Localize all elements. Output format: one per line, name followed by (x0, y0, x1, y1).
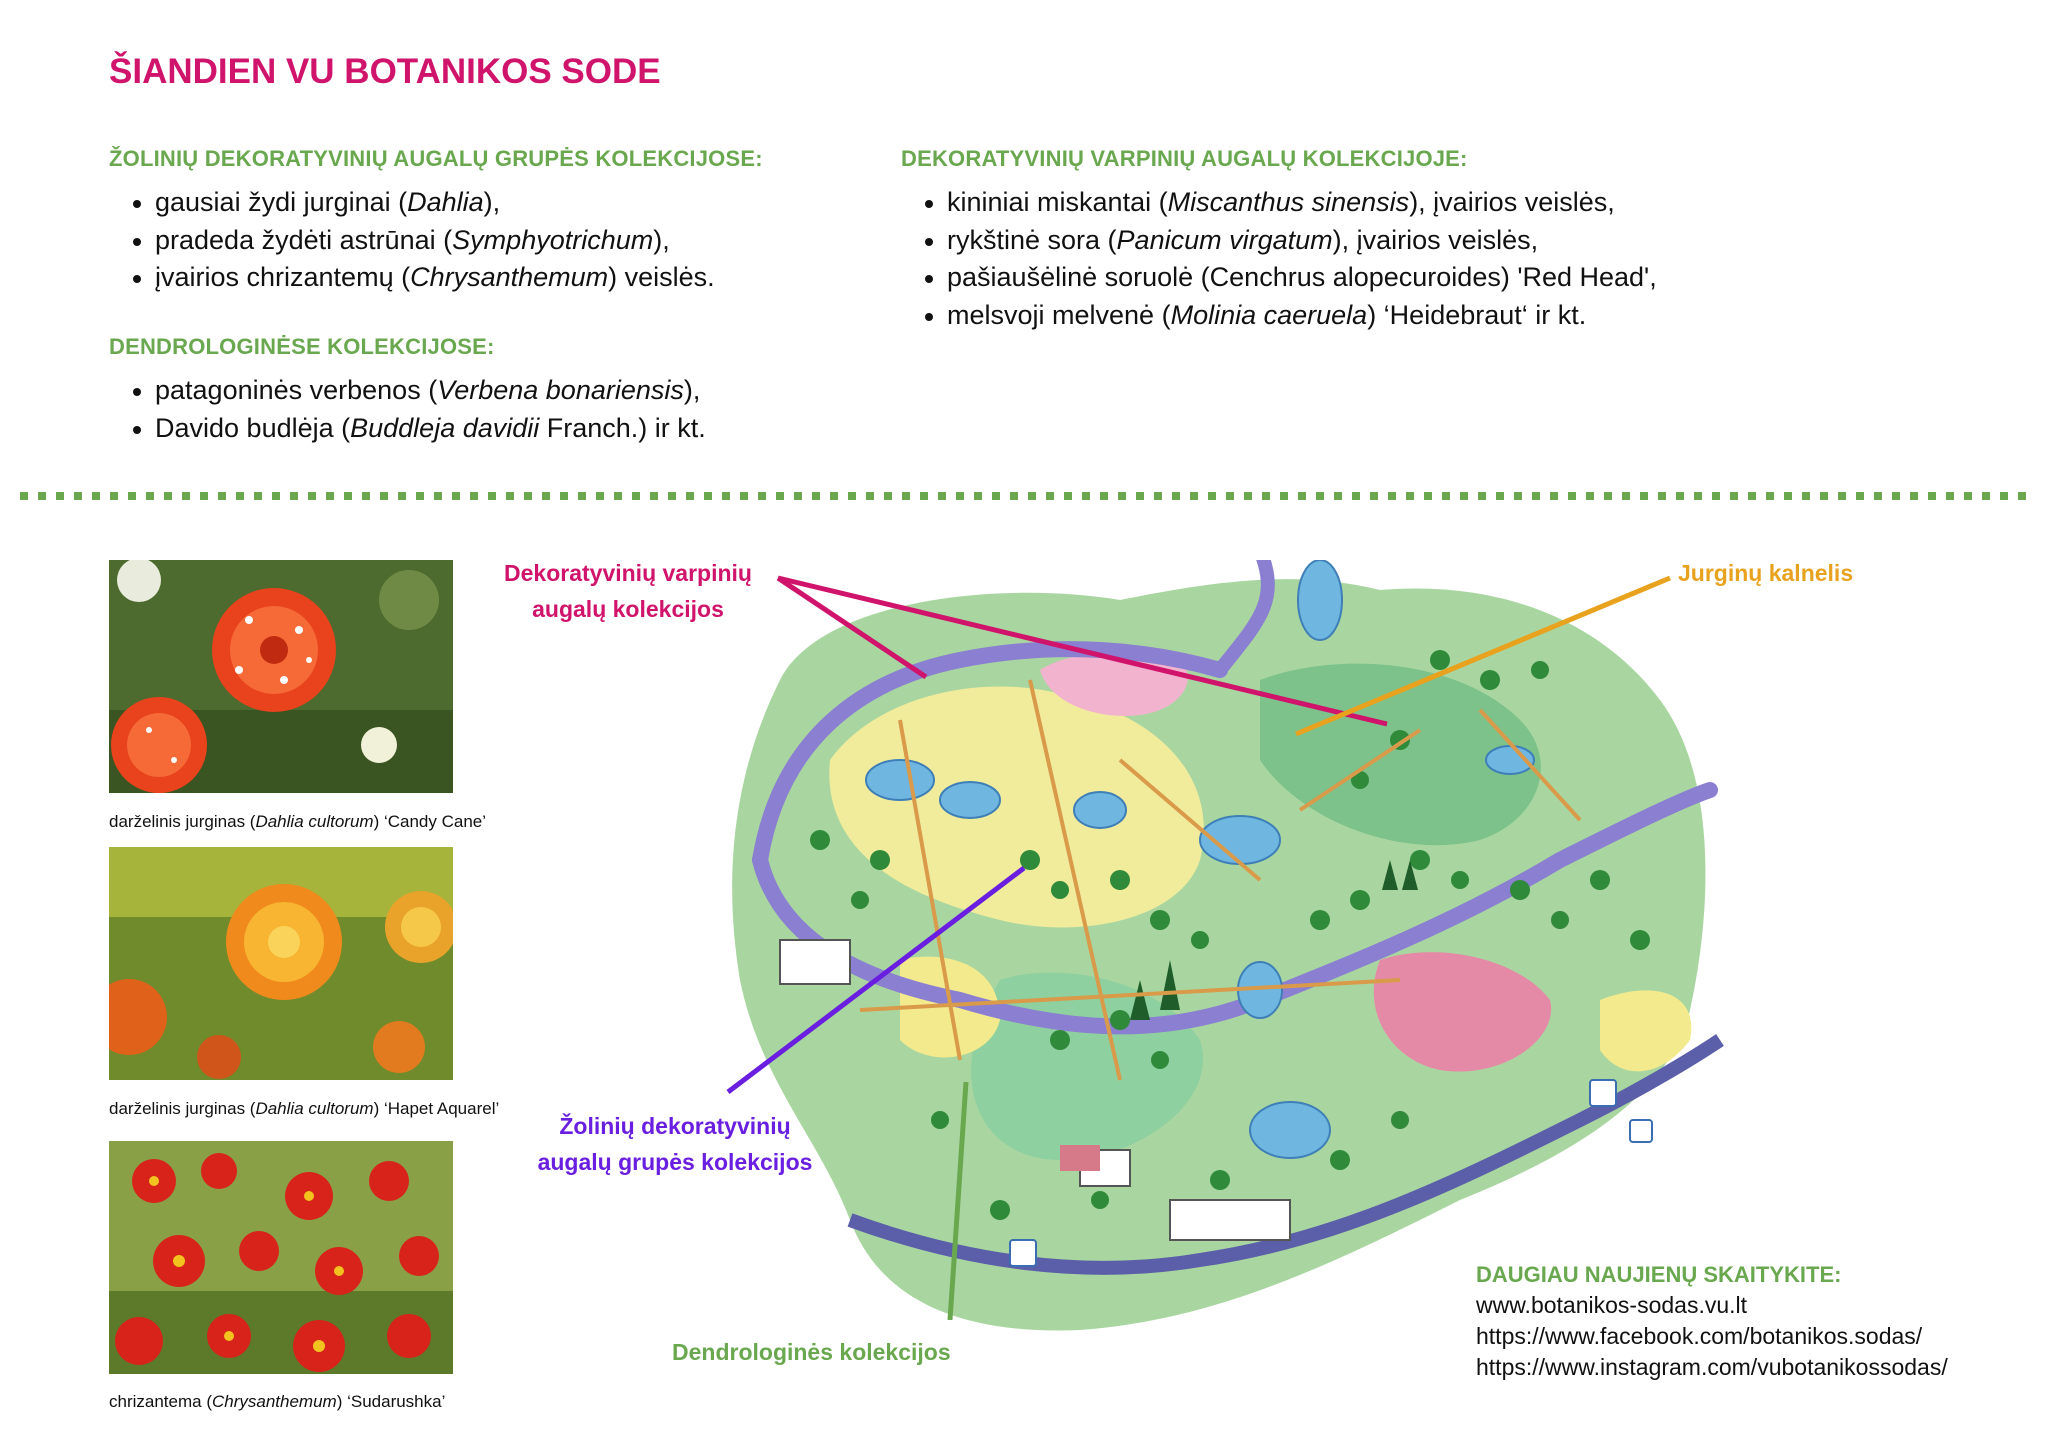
callout-herbaceous: Žolinių dekoratyvinių augalų grupės kole… (520, 1108, 830, 1180)
photo-caption: darželinis jurginas (Dahlia cultorum) ‘H… (109, 1099, 500, 1118)
dahlia-candy-cane-photo (109, 560, 453, 793)
callout-herbaceous-line1: Žolinių dekoratyvinių (559, 1113, 791, 1139)
dahlia-hapet-aquarel-photo (109, 847, 453, 1080)
callout-grasses: Dekoratyvinių varpinių augalų kolekcijos (478, 555, 778, 627)
section-heading-dendro: DENDROLOGINĖSE KOLEKCIJOSE: (109, 334, 495, 359)
callout-herbaceous-line2: augalų grupės kolekcijos (537, 1149, 813, 1175)
dotted-divider (20, 492, 2030, 500)
list-item: Davido budlėja (Buddleja davidii Franch.… (109, 410, 706, 448)
callout-dendro: Dendrologinės kolekcijos (672, 1339, 951, 1365)
facebook-link[interactable]: https://www.facebook.com/botanikos.sodas… (1476, 1323, 1923, 1349)
website-link[interactable]: www.botanikos-sodas.vu.lt (1476, 1292, 1748, 1318)
list-item: pašiaušėlinė soruolė (Cenchrus alopecuro… (901, 259, 1657, 297)
instagram-link[interactable]: https://www.instagram.com/vubotanikossod… (1476, 1354, 1948, 1380)
grasses-list: kininiai miskantai (Miscanthus sinensis)… (901, 184, 1657, 334)
section-heading-grasses: DEKORATYVINIŲ VARPINIŲ AUGALŲ KOLEKCIJOJ… (901, 146, 1468, 171)
callout-grasses-line1: Dekoratyvinių varpinių (504, 560, 752, 586)
more-news-heading: DAUGIAU NAUJIENŲ SKAITYKITE: (1476, 1262, 1842, 1287)
callout-grasses-line2: augalų kolekcijos (532, 596, 724, 622)
page-title: ŠIANDIEN VU BOTANIKOS SODE (109, 52, 661, 91)
dendro-list: patagoninės verbenos (Verbena bonariensi… (109, 372, 706, 447)
chrysanthemum-sudarushka-photo (109, 1141, 453, 1374)
list-item: melsvoji melvenė (Molinia caeruela) ‘Hei… (901, 297, 1657, 335)
list-item: patagoninės verbenos (Verbena bonariensi… (109, 372, 706, 410)
herbaceous-list: gausiai žydi jurginai (Dahlia), pradeda … (109, 184, 715, 297)
list-item: kininiai miskantai (Miscanthus sinensis)… (901, 184, 1657, 222)
section-heading-herbaceous: ŽOLINIŲ DEKORATYVINIŲ AUGALŲ GRUPĖS KOLE… (109, 146, 763, 171)
photo-caption: darželinis jurginas (Dahlia cultorum) ‘C… (109, 812, 487, 831)
list-item: gausiai žydi jurginai (Dahlia), (109, 184, 715, 222)
garden-map (700, 547, 1730, 1340)
list-item: įvairios chrizantemų (Chrysanthemum) vei… (109, 259, 715, 297)
photo-caption: chrizantema (Chrysanthemum) ‘Sudarushka’ (109, 1392, 446, 1411)
callout-dahlia-hill: Jurginų kalnelis (1678, 560, 1854, 586)
list-item: pradeda žydėti astrūnai (Symphyotrichum)… (109, 222, 715, 260)
list-item: rykštinė sora (Panicum virgatum), įvairi… (901, 222, 1657, 260)
